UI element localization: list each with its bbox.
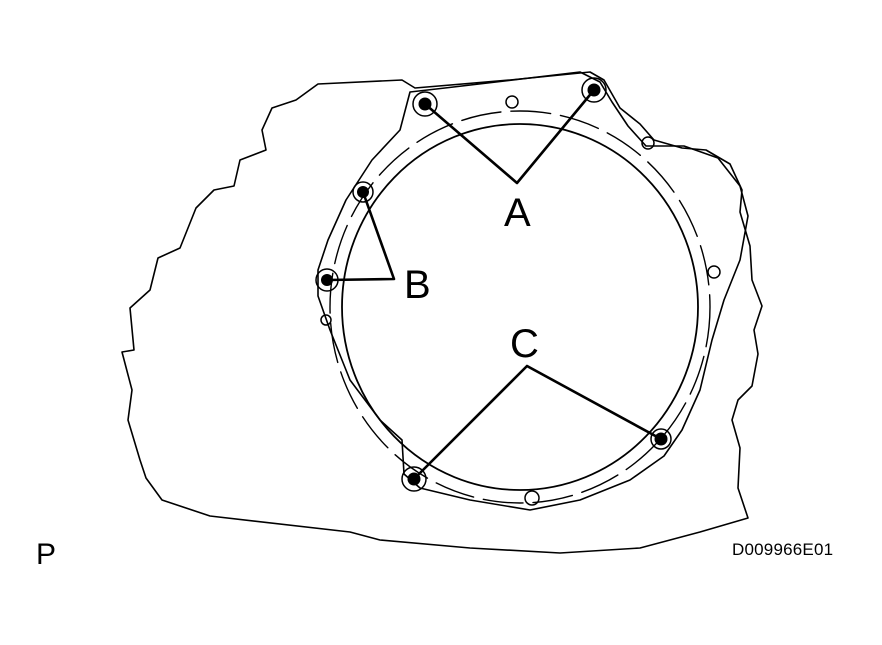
bolt-boss <box>401 466 427 492</box>
bolt-boss <box>650 428 672 450</box>
flange-hole <box>320 314 332 326</box>
leader-line-a <box>423 88 596 185</box>
flange-hole <box>524 490 540 506</box>
callout-label-b: B <box>404 263 431 307</box>
bolt-boss <box>412 91 438 117</box>
inner-bore-circle-2 <box>329 110 711 504</box>
housing-flange-outer <box>317 71 749 511</box>
callout-label-a: A <box>504 191 531 235</box>
transaxle-case-outline <box>121 71 763 554</box>
bolt-boss <box>352 181 374 203</box>
callout-label-c: C <box>510 322 539 366</box>
leader-line-b <box>325 190 396 282</box>
flange-hole <box>505 95 519 109</box>
document-id: D009966E01 <box>732 540 834 559</box>
flange-hole <box>707 265 721 279</box>
leader-line-c <box>412 364 663 481</box>
bolt-boss <box>581 77 607 103</box>
inner-bore-circle <box>341 123 699 491</box>
flange-hole <box>641 136 655 150</box>
view-letter: P <box>36 538 57 571</box>
